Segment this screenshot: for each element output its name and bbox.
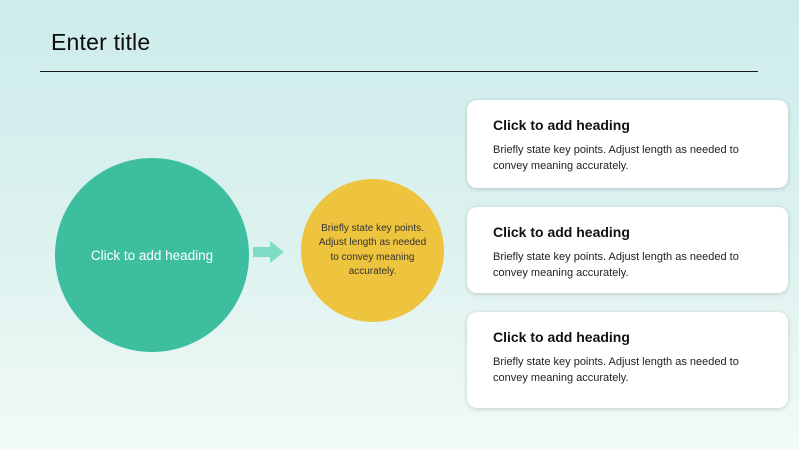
main-circle-label: Click to add heading: [90, 247, 214, 263]
info-card[interactable]: Click to add heading Briefly state key p…: [467, 207, 788, 293]
main-circle-shape[interactable]: Click to add heading: [55, 158, 249, 352]
card-body-text: Briefly state key points. Adjust length …: [493, 251, 739, 279]
card-body-text: Briefly state key points. Adjust length …: [493, 356, 739, 384]
info-card[interactable]: Click to add heading Briefly state key p…: [467, 100, 788, 188]
detail-circle-text: Briefly state key points. Adjust length …: [318, 222, 427, 278]
card-body-text: Briefly state key points. Adjust length …: [493, 144, 739, 172]
card-heading: Click to add heading: [493, 224, 630, 240]
info-card[interactable]: Click to add heading Briefly state key p…: [467, 312, 788, 408]
title-divider: [40, 71, 758, 72]
arrow-right-icon: [253, 239, 285, 265]
card-heading: Click to add heading: [493, 117, 630, 133]
slide-title-placeholder[interactable]: Enter title: [51, 29, 151, 55]
detail-circle-shape[interactable]: Briefly state key points. Adjust length …: [301, 179, 444, 322]
card-heading: Click to add heading: [493, 329, 630, 345]
